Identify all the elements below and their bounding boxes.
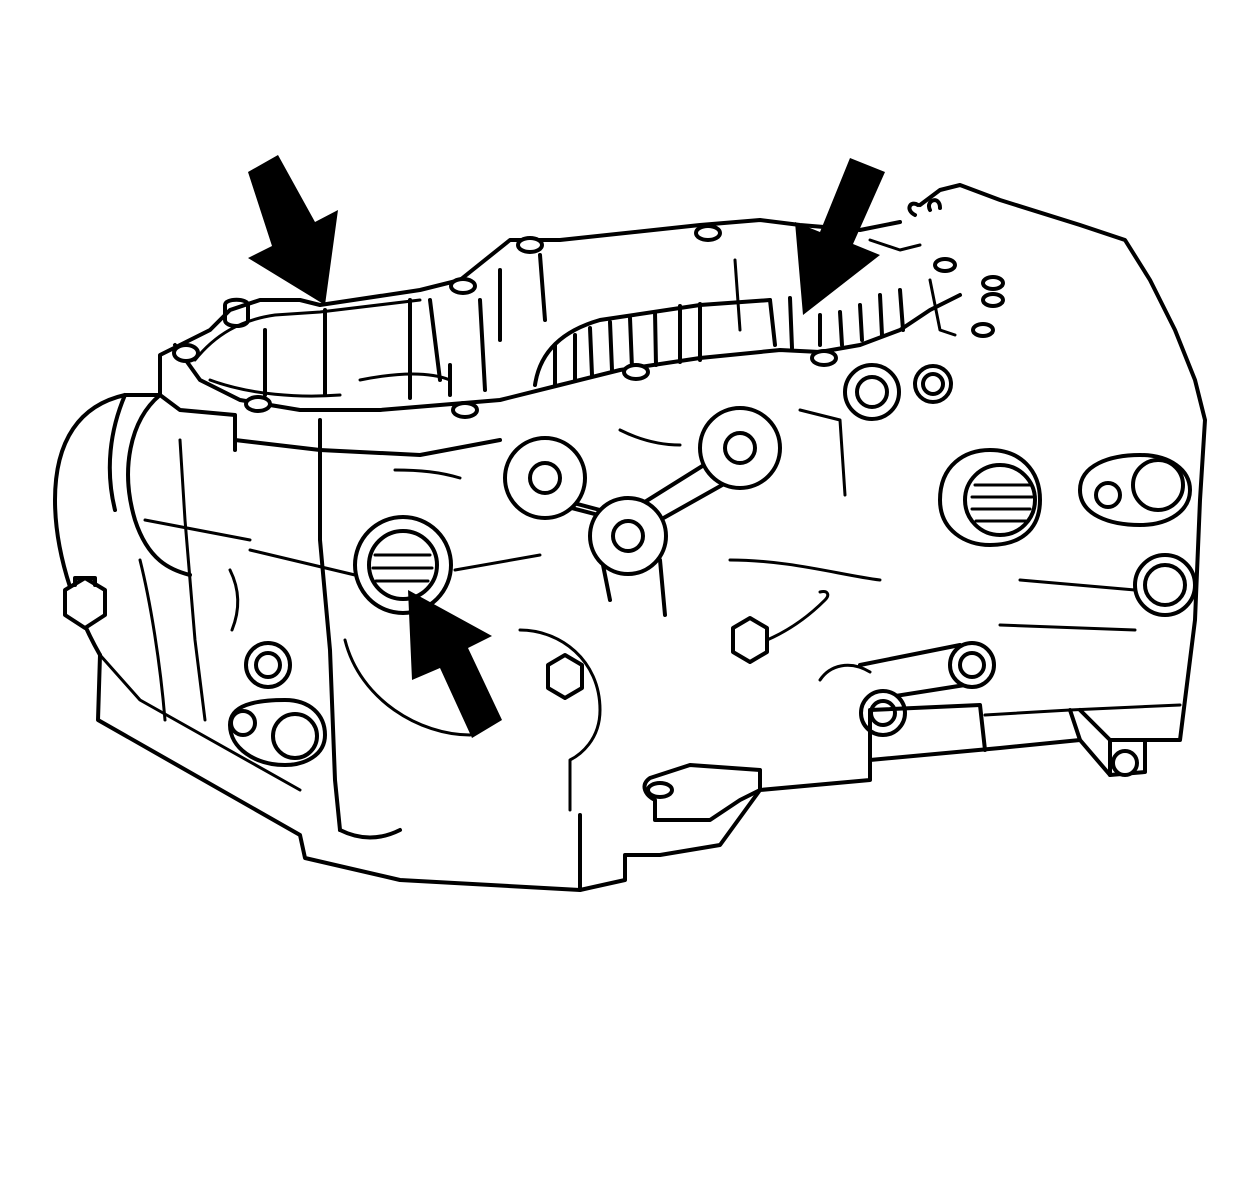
arrow-upper-left [248, 155, 338, 305]
arrow-lower-center [408, 590, 502, 738]
flange-bolt-holes [172, 198, 1005, 419]
arrow-upper-right [795, 158, 885, 315]
case-bolts [63, 576, 830, 700]
indicator-arrows [248, 155, 885, 738]
case-lower-structure [338, 408, 1182, 892]
case-bosses [228, 363, 1197, 767]
case-top-opening [263, 238, 957, 400]
